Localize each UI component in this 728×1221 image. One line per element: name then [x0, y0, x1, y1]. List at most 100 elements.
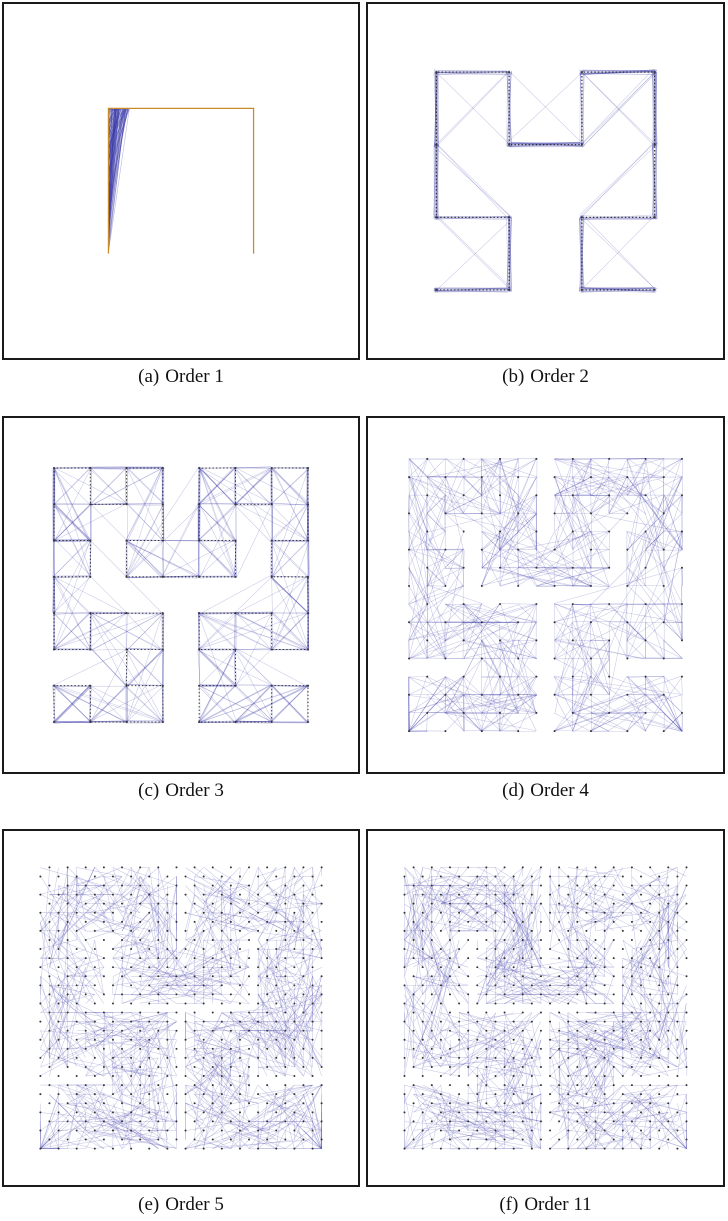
edge [54, 504, 90, 541]
edge [89, 612, 126, 686]
edge [468, 1012, 533, 1068]
edge [185, 1067, 204, 1086]
edge [595, 1021, 623, 1041]
edge [203, 1075, 249, 1077]
edge [303, 1094, 322, 1149]
edge [404, 885, 432, 931]
edge [573, 603, 683, 623]
edge [504, 1039, 532, 1104]
edge [94, 1012, 132, 1040]
edge [200, 648, 236, 722]
edge [568, 894, 578, 913]
vertex-dot [311, 875, 314, 878]
vertex-dot [220, 1129, 223, 1132]
vertex-dot [75, 984, 78, 987]
edge [549, 994, 578, 1004]
vertex-dot [535, 457, 538, 460]
vertex-dot [248, 1065, 251, 1068]
edge [652, 74, 656, 144]
edge [266, 885, 277, 895]
vertex-dot [499, 675, 502, 678]
edge [162, 540, 235, 577]
edge [627, 712, 647, 732]
edge [572, 477, 591, 533]
edge [409, 712, 483, 714]
edge [507, 144, 583, 147]
vertex-dot [270, 467, 273, 470]
edge [640, 1021, 651, 1058]
edge [486, 1012, 523, 1077]
edge [257, 885, 304, 923]
edge [40, 1021, 141, 1077]
edge [481, 513, 537, 551]
edge [504, 1075, 523, 1104]
edge [140, 912, 177, 941]
edge [108, 108, 127, 133]
edge [627, 458, 645, 460]
edge [499, 513, 519, 586]
edge [504, 975, 560, 1004]
vertex-dot [248, 1120, 251, 1123]
vertex-dot [626, 730, 629, 733]
edge [408, 530, 464, 569]
edge [604, 975, 614, 1004]
vertex-dot [302, 1029, 305, 1032]
edge [550, 1085, 560, 1095]
edge [52, 612, 90, 651]
edge [67, 894, 114, 923]
edge [664, 621, 682, 624]
edge [549, 1012, 615, 1041]
edge [408, 512, 447, 587]
edge [677, 1094, 687, 1122]
vertex-dot [644, 566, 647, 569]
edge [645, 531, 664, 551]
edge [108, 108, 117, 140]
edge [52, 577, 91, 649]
edge [257, 1012, 286, 1059]
vertex-dot [102, 1029, 105, 1032]
edge [559, 921, 578, 986]
edge [122, 912, 132, 931]
edge [652, 144, 658, 220]
edge [122, 939, 249, 968]
edge [535, 532, 538, 568]
edge [234, 540, 237, 577]
edge [433, 143, 436, 145]
edge [200, 468, 237, 578]
edge [234, 684, 273, 723]
edge [463, 621, 465, 641]
edge [126, 613, 163, 723]
edge [663, 531, 683, 569]
edge [626, 476, 682, 550]
edge [434, 289, 508, 293]
edge [108, 108, 117, 122]
edge [440, 876, 478, 932]
edge [413, 1084, 442, 1113]
edge [431, 885, 460, 968]
caption-e: (e)Order 5 [2, 1194, 360, 1216]
edge [221, 866, 277, 931]
edge [112, 1121, 168, 1131]
edge [233, 650, 236, 687]
edge [125, 541, 200, 577]
edge [199, 467, 236, 506]
edge [194, 1084, 313, 1113]
edge [112, 1103, 132, 1149]
vertex-dot [229, 902, 232, 905]
edge [613, 1102, 651, 1149]
edge [658, 867, 669, 950]
edge [663, 621, 682, 623]
edge [276, 921, 304, 959]
edge [85, 903, 141, 914]
edge [212, 1085, 322, 1140]
edge [108, 108, 126, 189]
edge [554, 621, 573, 714]
vertex-dot [517, 476, 520, 479]
edge [157, 885, 177, 968]
edge [413, 867, 424, 904]
edge [579, 287, 582, 292]
vertex-dot [257, 1075, 260, 1078]
edge [536, 459, 538, 550]
edge [495, 940, 505, 976]
edge [40, 1030, 50, 1058]
